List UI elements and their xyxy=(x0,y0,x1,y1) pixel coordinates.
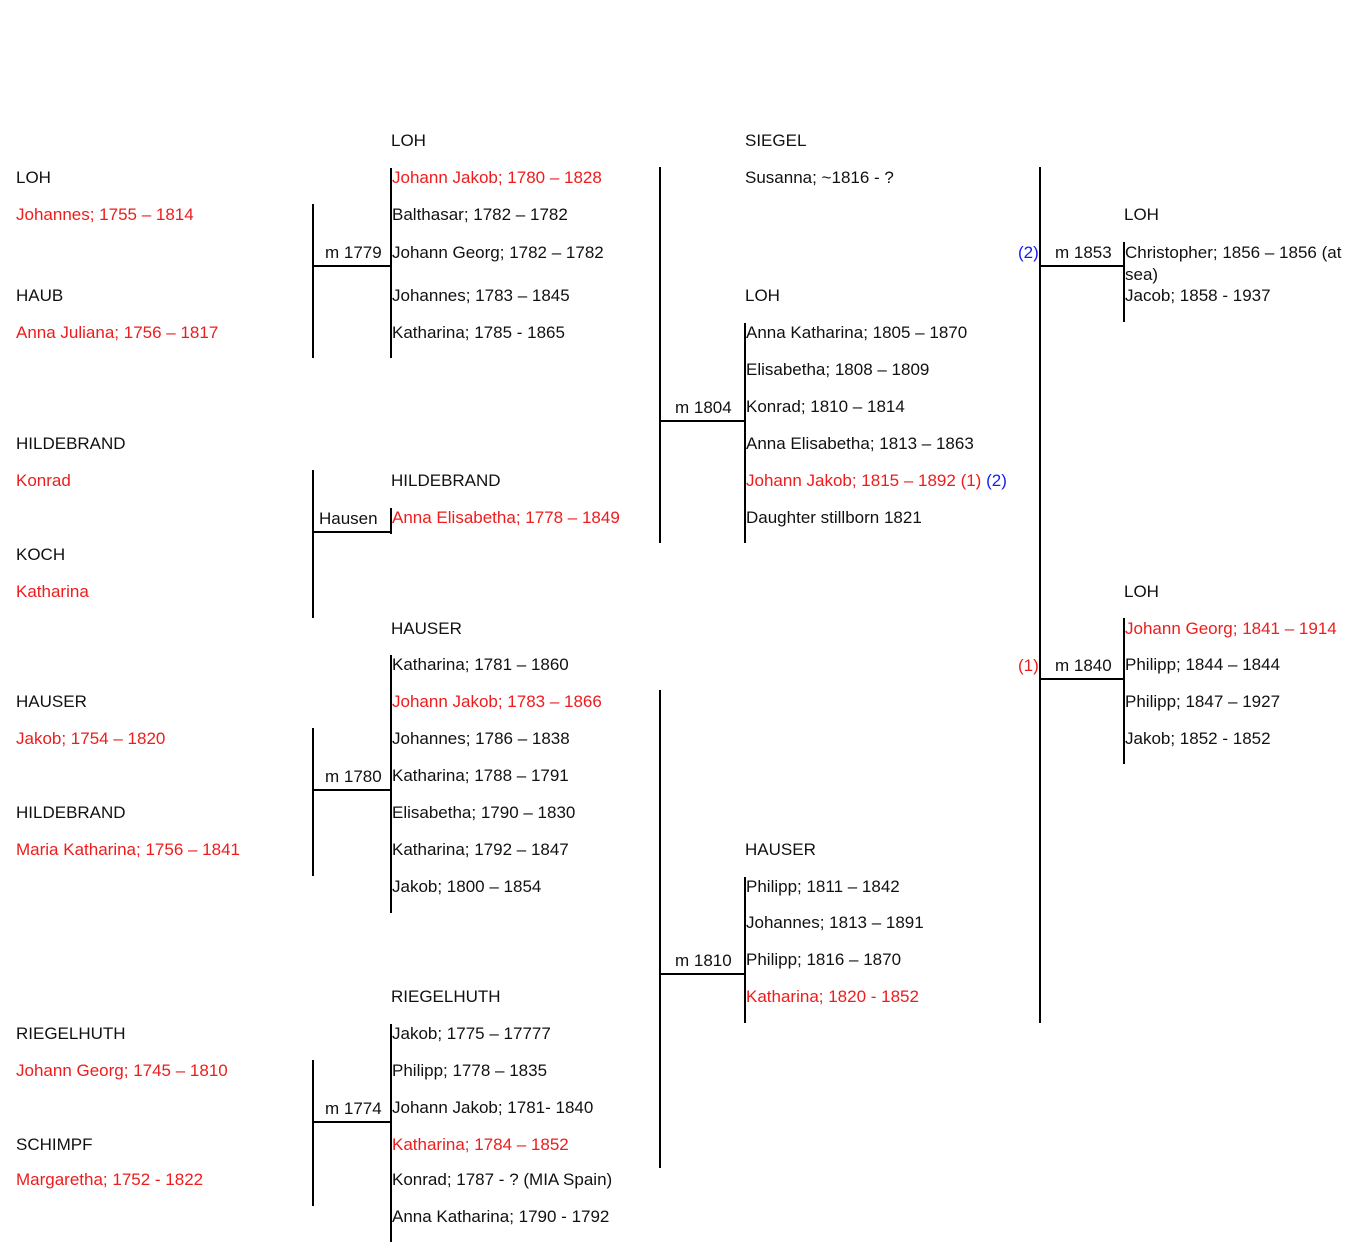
marriage-label: m 1804 xyxy=(675,398,732,417)
sibling-line xyxy=(390,508,392,534)
hildebrand-surname: HILDEBRAND xyxy=(16,434,126,453)
child-item: Anna Elisabetha; 1778 – 1849 xyxy=(392,508,620,527)
hauser-surname: HAUSER xyxy=(16,692,87,711)
sibling-line xyxy=(390,655,392,913)
marriage-label: m 1780 xyxy=(325,767,382,786)
riegelhuth-person: Johann Georg; 1745 – 1810 xyxy=(16,1061,228,1080)
schimpf-surname: SCHIMPF xyxy=(16,1135,93,1154)
child-item: Johannes; 1813 – 1891 xyxy=(746,913,924,932)
loh-surname: LOH xyxy=(1124,582,1159,601)
child-item: Anna Katharina; 1790 - 1792 xyxy=(392,1207,610,1226)
sibling-line xyxy=(1123,242,1125,322)
child-item: Anna Katharina; 1805 – 1870 xyxy=(746,323,968,342)
child-item: Philipp; 1847 – 1927 xyxy=(1125,692,1281,711)
child-item: Johann Georg; 1782 – 1782 xyxy=(392,243,604,262)
sibling-line xyxy=(744,877,746,1023)
marriage-bracket-line xyxy=(312,1060,314,1206)
child-item: Elisabetha; 1808 – 1809 xyxy=(746,360,930,379)
child-item: Philipp; 1778 – 1835 xyxy=(392,1061,548,1080)
child-item: Katharina; 1785 - 1865 xyxy=(392,323,565,342)
child-item: Balthasar; 1782 – 1782 xyxy=(392,205,568,224)
koch-surname: KOCH xyxy=(16,545,66,564)
child-item: Johann Georg; 1841 – 1914 xyxy=(1125,619,1337,638)
haub-surname: HAUB xyxy=(16,286,64,305)
child-item: Johannes; 1786 – 1838 xyxy=(392,729,570,748)
sibling-line xyxy=(390,1024,392,1242)
child-item: Jakob; 1852 - 1852 xyxy=(1125,729,1271,748)
child-item: Jacob; 1858 - 1937 xyxy=(1125,286,1271,305)
sibling-line xyxy=(390,168,392,358)
hauser-surname: HAUSER xyxy=(745,840,816,859)
marriage-connector-line xyxy=(312,531,390,533)
child-item: Philipp; 1811 – 1842 xyxy=(746,877,900,896)
hildebrand-surname: HILDEBRAND xyxy=(391,471,501,490)
child-item: Philipp; 1816 – 1870 xyxy=(746,950,902,969)
child-item: Katharina; 1784 – 1852 xyxy=(392,1135,569,1154)
marriage-connector-line xyxy=(312,265,390,267)
siegel-person: Susanna; ~1816 - ? xyxy=(745,168,894,187)
riegelhuth-surname: RIEGELHUTH xyxy=(391,987,501,1006)
marriage-bracket-line xyxy=(312,728,314,876)
child-item-continued: sea) xyxy=(1125,265,1159,284)
marriage-connector-line xyxy=(1039,678,1124,680)
loh-surname: LOH xyxy=(1124,205,1159,224)
loh-surname: LOH xyxy=(391,131,426,150)
hildebrand2-person: Maria Katharina; 1756 – 1841 xyxy=(16,840,240,859)
hauser-surname: HAUSER xyxy=(391,619,462,638)
marriage-connector-line xyxy=(659,420,745,422)
marriage-label: Hausen xyxy=(319,509,378,528)
child-item: Konrad; 1810 – 1814 xyxy=(746,397,905,416)
child-item: Jakob; 1775 – 17777 xyxy=(392,1024,551,1043)
loh-surname: LOH xyxy=(745,286,780,305)
siegel-surname: SIEGEL xyxy=(745,131,807,150)
child-item: Johann Jakob; 1781- 1840 xyxy=(392,1098,594,1117)
marriage-bracket-line xyxy=(312,204,314,358)
child-item: Johann Jakob; 1783 – 1866 xyxy=(392,692,602,711)
marriage-index-marker: (2) xyxy=(986,471,1007,490)
child-item: Katharina; 1781 – 1860 xyxy=(392,655,569,674)
child-item: Philipp; 1844 – 1844 xyxy=(1125,655,1281,674)
child-item: Johann Jakob; 1815 – 1892 (1) (2) xyxy=(746,471,1007,491)
marriage-index-marker: (1) xyxy=(1018,656,1039,675)
marriage-index-marker: (2) xyxy=(1018,243,1039,262)
marriage-connector-line xyxy=(312,789,390,791)
haub-person: Anna Juliana; 1756 – 1817 xyxy=(16,323,219,342)
hildebrand-person: Konrad xyxy=(16,471,71,490)
marriage-label: m 1840 xyxy=(1055,656,1112,675)
child-item: Katharina; 1788 – 1791 xyxy=(392,766,569,785)
child-item: Konrad; 1787 - ? (MIA Spain) xyxy=(392,1170,613,1189)
marriage-label: m 1774 xyxy=(325,1099,382,1118)
riegelhuth-surname: RIEGELHUTH xyxy=(16,1024,126,1043)
child-item: Katharina; 1820 - 1852 xyxy=(746,987,919,1006)
marriage-bracket-line xyxy=(1039,167,1041,1023)
sibling-line xyxy=(744,323,746,543)
hauser-person: Jakob; 1754 – 1820 xyxy=(16,729,166,748)
child-item: Johannes; 1783 – 1845 xyxy=(392,286,570,305)
sibling-line xyxy=(1123,618,1125,764)
child-item: Elisabetha; 1790 – 1830 xyxy=(392,803,576,822)
child-item: Johann Jakob; 1780 – 1828 xyxy=(392,168,602,187)
child-item: Katharina; 1792 – 1847 xyxy=(392,840,569,859)
loh-surname: LOH xyxy=(16,168,51,187)
marriage-bracket-line xyxy=(659,167,661,543)
marriage-label: m 1810 xyxy=(675,951,732,970)
marriage-connector-line xyxy=(1039,265,1124,267)
schimpf-person: Margaretha; 1752 - 1822 xyxy=(16,1170,204,1189)
marriage-bracket-line xyxy=(659,690,661,1168)
child-item: Daughter stillborn 1821 xyxy=(746,508,922,527)
hildebrand2-surname: HILDEBRAND xyxy=(16,803,126,822)
marriage-label: m 1853 xyxy=(1055,243,1112,262)
marriage-bracket-line xyxy=(312,470,314,618)
loh-person: Johannes; 1755 – 1814 xyxy=(16,205,194,224)
child-item: Jakob; 1800 – 1854 xyxy=(392,877,542,896)
koch-person: Katharina xyxy=(16,582,89,601)
child-item: Anna Elisabetha; 1813 – 1863 xyxy=(746,434,974,453)
marriage-label: m 1779 xyxy=(325,243,382,262)
child-name: Johann Jakob; 1815 – 1892 (1) xyxy=(746,471,982,490)
marriage-connector-line xyxy=(312,1121,390,1123)
child-item: Christopher; 1856 – 1856 (at xyxy=(1125,243,1342,262)
marriage-connector-line xyxy=(659,973,745,975)
